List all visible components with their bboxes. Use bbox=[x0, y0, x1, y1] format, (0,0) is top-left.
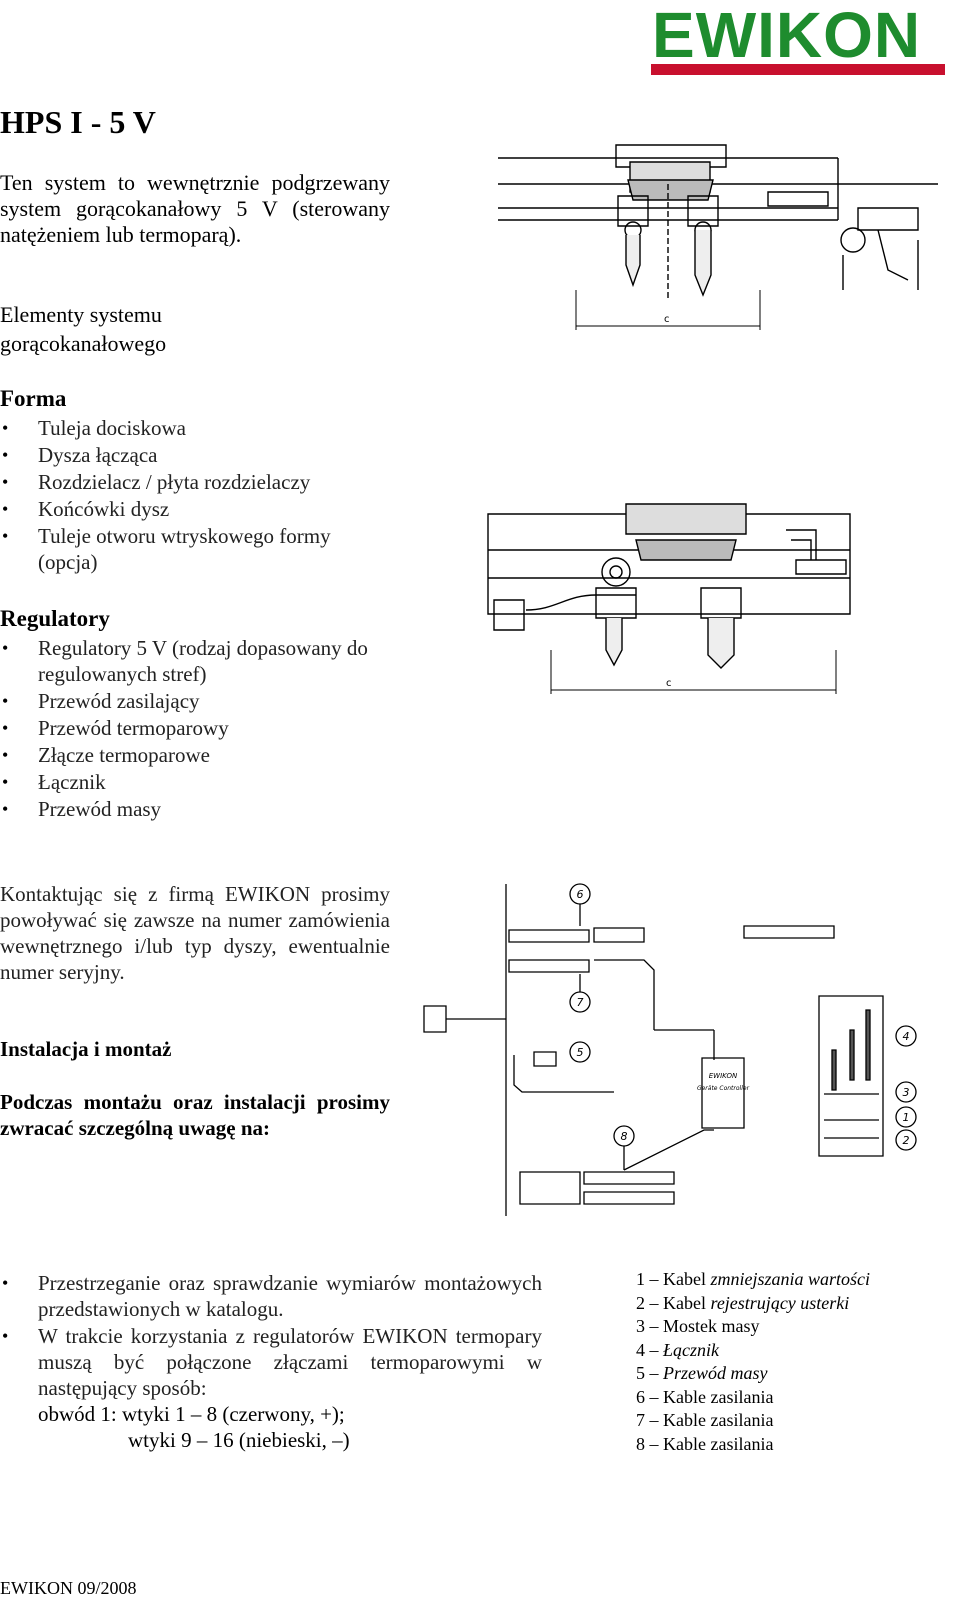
intro-paragraph: Ten system to wewnętrznie podgrzewany sy… bbox=[0, 170, 390, 247]
legend-item: 5 – Przewód masy bbox=[636, 1363, 768, 1383]
list-item: Przestrzeganie oraz sprawdzanie wymiarów… bbox=[0, 1270, 542, 1322]
svg-text:7: 7 bbox=[577, 996, 584, 1009]
page-title: HPS I - 5 V bbox=[0, 104, 156, 140]
list-item: Końcówki dysz bbox=[0, 496, 380, 522]
svg-text:8: 8 bbox=[621, 1130, 628, 1143]
logo-red-bar bbox=[651, 64, 945, 75]
legend-item: 2 – Kabel rejestrujący usterki bbox=[636, 1292, 850, 1313]
install-list: Przestrzeganie oraz sprawdzanie wymiarów… bbox=[0, 1270, 542, 1401]
list-item: Tuleja dociskowa bbox=[0, 415, 380, 441]
svg-text:4: 4 bbox=[903, 1030, 910, 1043]
list-item: Tuleje otworu wtryskowego formy (opcja) bbox=[0, 523, 380, 575]
wiring-diagram: 6 7 5 EWIKON Geräte Controller 8 4 3 1 2 bbox=[414, 880, 944, 1220]
regulatory-heading: Regulatory bbox=[0, 606, 110, 631]
list-item: Przewód termoparowy bbox=[0, 715, 380, 741]
elements-heading: Elementy systemu gorącokanałowego bbox=[0, 302, 167, 356]
legend-item: 4 – Łącznik bbox=[636, 1339, 719, 1360]
install-heading: Instalacja i montaż bbox=[0, 1037, 172, 1061]
forma-heading: Forma bbox=[0, 386, 67, 411]
svg-text:1: 1 bbox=[903, 1111, 910, 1124]
regulatory-list: Regulatory 5 V (rodzaj dopasowany do reg… bbox=[0, 635, 380, 822]
ewikon-logo: EWIKON bbox=[652, 0, 922, 71]
hot-runner-drawing-middle: c bbox=[486, 500, 856, 696]
list-item: Przewód masy bbox=[0, 796, 380, 822]
svg-text:3: 3 bbox=[903, 1086, 910, 1099]
list-item: Dysza łącząca bbox=[0, 442, 380, 468]
list-item: W trakcie korzystania z regulatorów EWIK… bbox=[0, 1323, 542, 1401]
list-item: Przewód zasilający bbox=[0, 688, 380, 714]
list-item: Rozdzielacz / płyta rozdzielaczy bbox=[0, 469, 380, 495]
list-item: Złącze termoparowe bbox=[0, 742, 380, 768]
svg-text:6: 6 bbox=[577, 888, 584, 901]
contact-paragraph: Kontaktując się z firmą EWIKON prosimy p… bbox=[0, 882, 390, 984]
svg-text:c: c bbox=[664, 314, 670, 325]
install-note: Podczas montażu oraz instalacji prosimy … bbox=[0, 1090, 390, 1140]
svg-text:5: 5 bbox=[577, 1046, 584, 1059]
legend-item: 3 – Mostek masy bbox=[636, 1316, 760, 1336]
list-item: Łącznik bbox=[0, 769, 380, 795]
svg-text:Geräte Controller: Geräte Controller bbox=[697, 1085, 750, 1092]
svg-text:EWIKON: EWIKON bbox=[709, 1072, 738, 1080]
svg-text:2: 2 bbox=[903, 1134, 910, 1147]
legend-item: 8 – Kable zasilania bbox=[636, 1433, 774, 1454]
legend-item: 6 – Kable zasilania bbox=[636, 1386, 774, 1407]
legend-item: 7 – Kable zasilania bbox=[636, 1410, 774, 1430]
footer: EWIKON 09/2008 bbox=[0, 1578, 137, 1598]
circuit-line-1: obwód 1: wtyki 1 – 8 (czerwony, +); bbox=[38, 1402, 345, 1426]
hot-runner-drawing-top: c bbox=[498, 140, 942, 332]
legend: 1 – Kabel zmniejszania wartości 2 – Kabe… bbox=[636, 1268, 936, 1456]
circuit-line-2: wtyki 9 – 16 (niebieski, –) bbox=[128, 1428, 350, 1452]
svg-text:c: c bbox=[666, 678, 672, 689]
forma-list: Tuleja dociskowa Dysza łącząca Rozdziela… bbox=[0, 415, 380, 575]
list-item: Regulatory 5 V (rodzaj dopasowany do reg… bbox=[0, 635, 380, 687]
legend-item: 1 – Kabel zmniejszania wartości bbox=[636, 1269, 870, 1289]
